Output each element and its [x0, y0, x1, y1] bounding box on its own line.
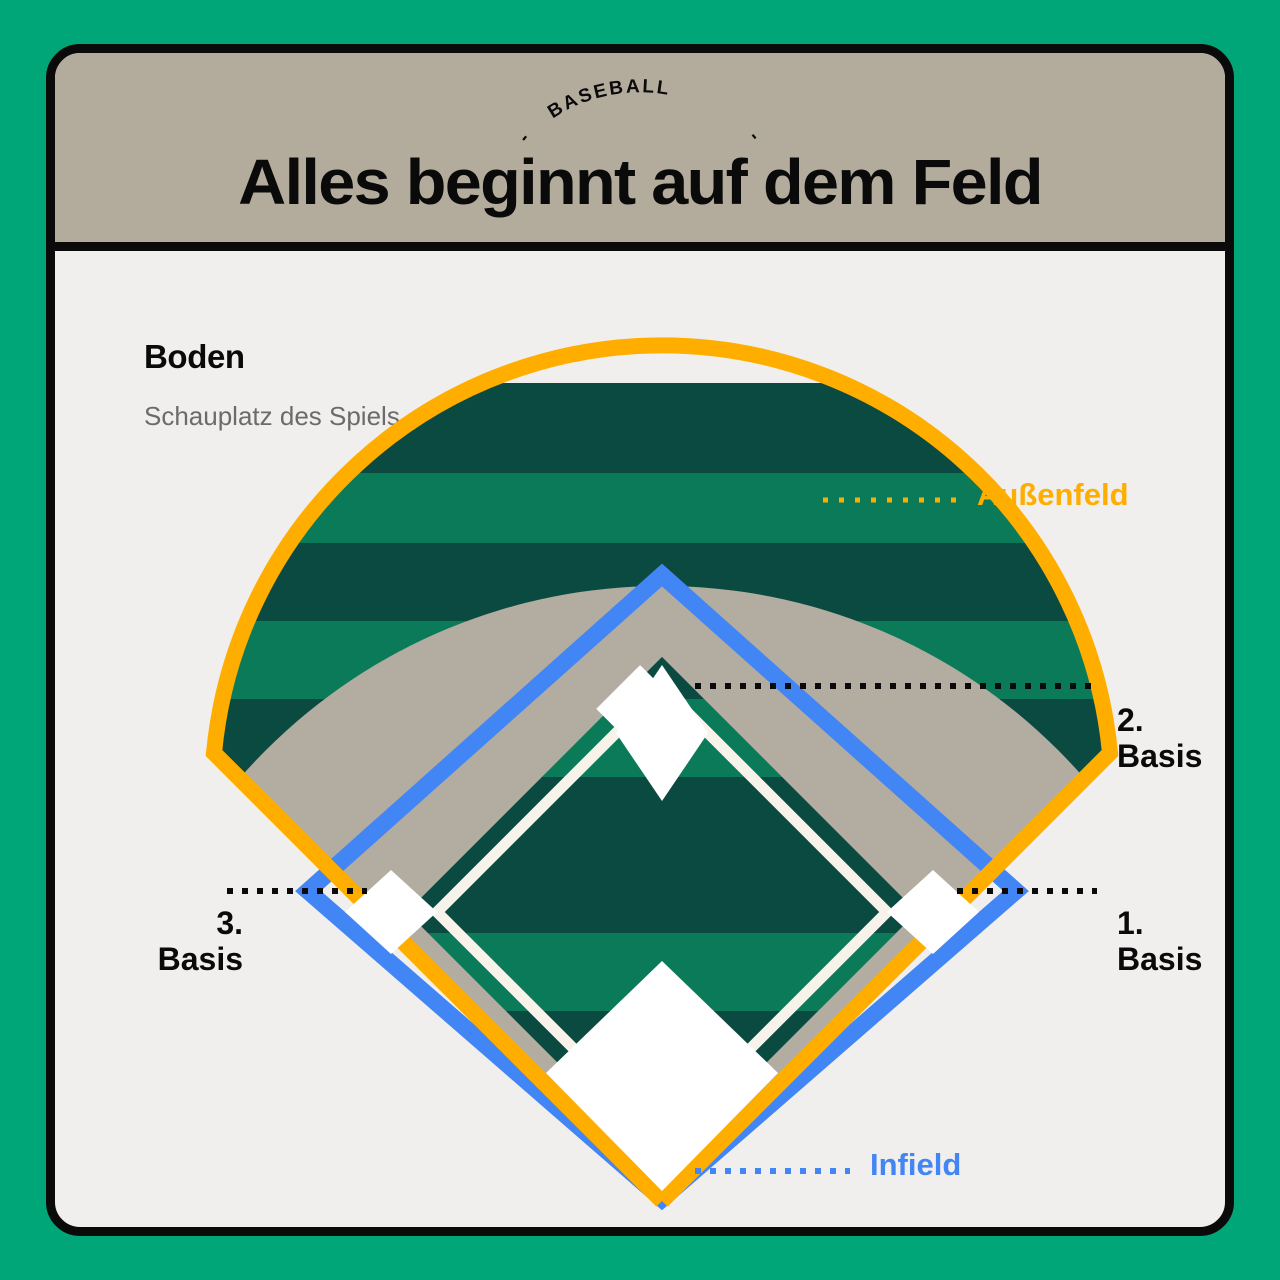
home-plate: [546, 961, 778, 1191]
label-second-base: 2. Basis: [1117, 702, 1203, 775]
outfield-outline: [205, 337, 1119, 1207]
field-diagram: [55, 53, 1225, 1227]
third-base-marker: [345, 870, 437, 954]
label-third-base: 3. Basis: [83, 905, 243, 978]
label-outfield: Außenfeld: [977, 477, 1129, 512]
label-infield: Infield: [870, 1147, 962, 1182]
label-second-base-number: 2.: [1117, 702, 1144, 738]
second-base-marker: [616, 665, 708, 801]
page-title: Alles beginnt auf dem Feld: [238, 146, 1043, 218]
label-third-base-number: 3.: [216, 905, 243, 941]
label-first-base-number: 1.: [1117, 905, 1144, 941]
infographic-card: - BASEBALL - Alles beginnt auf dem Feld …: [46, 44, 1234, 1236]
first-base-marker: [887, 870, 979, 954]
section-subtitle: Schauplatz des Spiels: [144, 401, 400, 431]
label-first-base-word: Basis: [1117, 940, 1203, 977]
label-third-base-word: Basis: [157, 940, 243, 977]
label-first-base: 1. Basis: [1117, 905, 1203, 978]
label-second-base-word: Basis: [1117, 737, 1203, 774]
section-title: Boden: [144, 338, 245, 375]
